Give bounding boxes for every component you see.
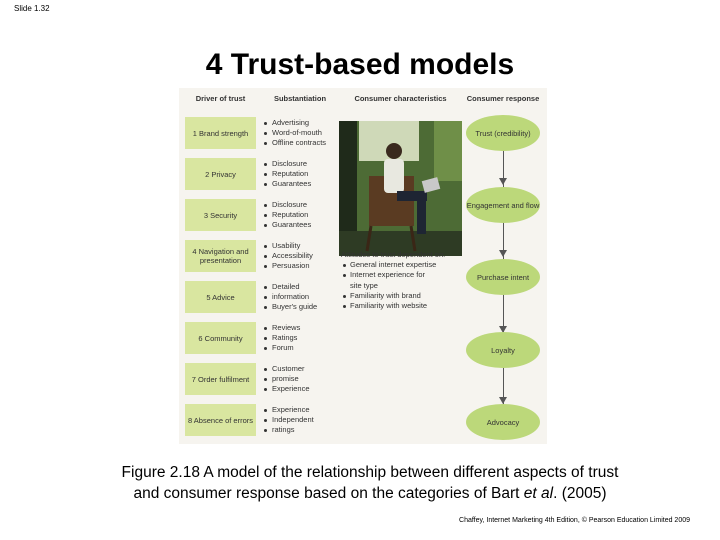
substantiation-item: Customer [262, 364, 338, 374]
driver-box: 1 Brand strength [185, 117, 256, 149]
driver-box: 3 Security [185, 199, 256, 231]
substantiation-item: Detailed [262, 282, 338, 292]
attitudes-list: Attitudes to trust dependent on: General… [341, 250, 461, 311]
driver-box: 5 Advice [185, 281, 256, 313]
substantiation-list: Experience Independent ratings [262, 405, 338, 436]
substantiation-item: Persuasion [262, 261, 338, 271]
substantiation-item: Guarantees [262, 220, 338, 230]
response-oval: Loyalty [466, 332, 540, 368]
arrow-down-icon [499, 250, 507, 257]
arrow-down-icon [499, 397, 507, 404]
figure-caption: Figure 2.18 A model of the relationship … [60, 462, 680, 504]
substantiation-item: Disclosure [262, 200, 338, 210]
substantiation-item: Advertising [262, 118, 338, 128]
attitude-item: Familiarity with brand [341, 291, 461, 301]
driver-box: 4 Navigation and presentation [185, 240, 256, 272]
attitude-item-continued: site type [350, 280, 378, 290]
substantiation-item: Independent [262, 415, 338, 425]
substantiation-item: Reputation [262, 169, 338, 179]
caption-line-1: Figure 2.18 A model of the relationship … [121, 464, 619, 481]
header-driver: Driver of trust [195, 94, 246, 103]
header-consumer-characteristics: Consumer characteristics [354, 94, 447, 103]
substantiation-item: Ratings [262, 333, 338, 343]
substantiation-item: Reputation [262, 210, 338, 220]
photo-illustration [339, 121, 462, 256]
substantiation-list: Reviews Ratings Forum [262, 323, 338, 354]
slide-title: 4 Trust-based models [205, 48, 515, 81]
substantiation-list: Usability Accessibility Persuasion [262, 241, 338, 272]
substantiation-list: Detailed information Buyer's guide [262, 282, 338, 313]
driver-box: 2 Privacy [185, 158, 256, 190]
substantiation-list: Disclosure Reputation Guarantees [262, 159, 338, 190]
substantiation-list: Customer promise Experience [262, 364, 338, 395]
caption-emphasis: et al [523, 485, 554, 502]
copyright-credit: Chaffey, Internet Marketing 4th Edition,… [459, 517, 690, 524]
attitude-item: General internet expertise [341, 260, 461, 270]
substantiation-list: Advertising Word-of-mouth Offline contra… [262, 118, 338, 149]
driver-box: 7 Order fulfilment [185, 363, 256, 395]
caption-line-2: and consumer response based on the categ… [60, 483, 680, 504]
substantiation-item: Forum [262, 343, 338, 353]
substantiation-item: Experience [262, 405, 338, 415]
attitude-item: Internet experience for [341, 270, 461, 280]
arrow-down-icon [499, 326, 507, 333]
substantiation-item: Reviews [262, 323, 338, 333]
substantiation-item: Buyer's guide [262, 302, 338, 312]
slide-number: Slide 1.32 [14, 4, 50, 13]
header-substantiation: Substantiation [273, 94, 327, 103]
substantiation-item: Accessibility [262, 251, 338, 261]
person-with-laptop-photo [339, 121, 462, 256]
header-consumer-response: Consumer response [466, 94, 540, 103]
substantiation-item: ratings [262, 425, 338, 435]
substantiation-item: Offline contracts [262, 138, 338, 148]
attitudes-lead: Attitudes to trust dependent on: [341, 250, 446, 259]
substantiation-item: Word-of-mouth [262, 128, 338, 138]
driver-box: 8 Absence of errors [185, 404, 256, 436]
substantiation-item: Disclosure [262, 159, 338, 169]
substantiation-item: Experience [262, 384, 338, 394]
substantiation-item: promise [262, 374, 338, 384]
response-oval: Advocacy [466, 404, 540, 440]
response-oval: Engagement and flow [466, 187, 540, 223]
caption-text: and consumer response based on the categ… [133, 485, 524, 502]
driver-box: 6 Community [185, 322, 256, 354]
substantiation-item: information [262, 292, 338, 302]
substantiation-item: Usability [262, 241, 338, 251]
trust-model-figure: Driver of trust Substantiation Consumer … [179, 88, 547, 444]
response-arrows [499, 178, 507, 404]
attitude-item: Familiarity with website [341, 301, 461, 311]
response-oval: Purchase intent [466, 259, 540, 295]
response-oval: Trust (credibility) [466, 115, 540, 151]
substantiation-item: Guarantees [262, 179, 338, 189]
arrow-down-icon [499, 178, 507, 185]
substantiation-list: Disclosure Reputation Guarantees [262, 200, 338, 231]
caption-text: . (2005) [553, 485, 607, 502]
